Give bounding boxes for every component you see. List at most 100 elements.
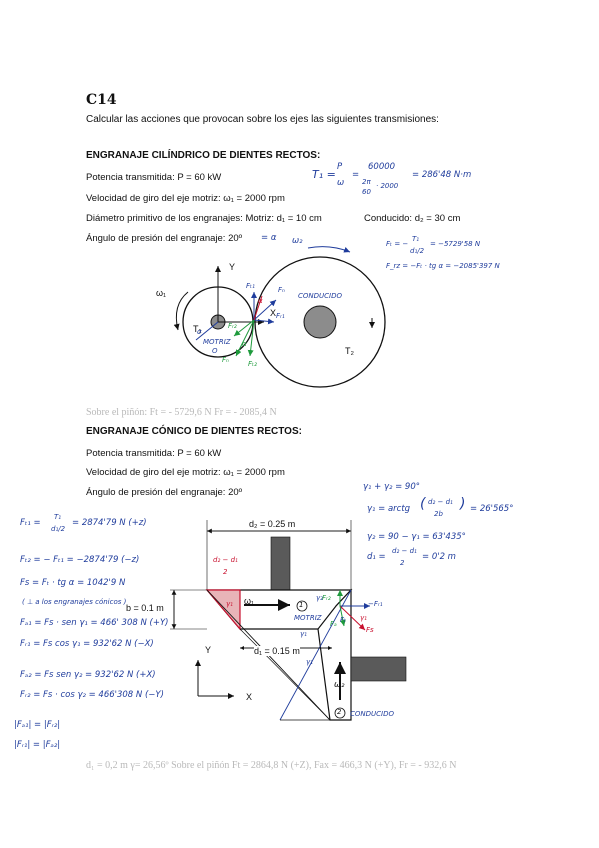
spur-alpha2-label: α <box>242 340 247 348</box>
spur-conducido-label: CONDUCIDO <box>298 292 342 300</box>
bevel-fa-vector <box>339 605 346 627</box>
bevel-fr2: Fᵣ₂ = Fs · cos γ₂ = 466'308 N (−Y) <box>20 690 164 700</box>
bevel-d1-den: 2 <box>400 559 405 567</box>
bevel-power: Potencia transmitida: P = 60 kW <box>86 448 222 459</box>
fr-formula: F_rz = −Fₜ · tg α = −2085'397 N <box>386 262 500 270</box>
torque-eq: = <box>352 170 360 180</box>
bevel-g1-label: γ₁ <box>300 630 307 638</box>
bevel-g1s-label: γ₁ <box>360 614 367 622</box>
bevel-ft1-lhs: Fₜ₁ = <box>20 518 41 528</box>
spur-ft2-label: Fₜ₂ <box>248 360 257 368</box>
spur-fn-label: Fₙ <box>278 286 285 294</box>
bevel-d1-result: = 0'2 m <box>422 552 456 562</box>
spur-sigma-label: σ <box>197 328 202 336</box>
driven-gear-shaft <box>303 305 337 339</box>
torque-num: 60000 <box>368 162 396 172</box>
bevel-fr1-label: −Fᵣ₁ <box>368 600 383 608</box>
bevel-num-1: 1 <box>299 601 304 609</box>
spur-origin-label: O <box>212 347 218 355</box>
spur-fn-vector <box>253 299 277 321</box>
spur-pressure-angle: Ángulo de presión del engranaje: 20º <box>86 233 243 244</box>
bevel-motriz-label: MOTRIZ <box>294 614 322 622</box>
b-label: b = 0.1 m <box>126 603 164 613</box>
spur-alpha-note: = α <box>261 233 277 243</box>
bevel-y-label: Y <box>205 645 212 655</box>
bevel-fr1: Fᵣ₁ = Fs cos γ₁ = 932'62 N (−X) <box>20 639 154 649</box>
red-frac-num: d₂ − d₁ <box>213 556 238 564</box>
spur-alpha-line <box>253 295 263 321</box>
bevel-fa-label: Fₐ <box>330 620 337 628</box>
bevel-ft1-result: = 2874'79 N (+z) <box>72 518 147 528</box>
bevel-fs-label: Fs <box>366 626 374 634</box>
ft-formula-lhs: Fₜ = − <box>386 240 409 248</box>
ft-formula-num: T₁ <box>412 235 420 243</box>
spur-t2-label: T₂ <box>345 346 354 356</box>
bevel-eq2: |Fᵣ₁| = |Fₐ₂| <box>14 740 61 750</box>
bevel-fs-note: ( ⊥ a los engranajes cónicos ) <box>22 598 127 606</box>
bevel-ft1-num: T₁ <box>54 513 62 521</box>
bevel-fa2: Fₐ₂ = Fs sen γ₂ = 932'62 N (+X) <box>20 670 156 680</box>
bevel-fs: Fs = Fₜ · tg α = 1042'9 N <box>20 578 126 588</box>
bevel-ft1-den: d₁/2 <box>51 525 66 533</box>
spur-t1-label: T₁ <box>193 324 202 334</box>
bevel-num-2: 2 <box>337 708 342 716</box>
spur-radius <box>195 321 219 341</box>
bevel-heading: ENGRANAJE CÓNICO DE DIENTES RECTOS: <box>86 426 302 437</box>
bevel-g1-lhs: γ₁ = arctg <box>367 504 411 514</box>
torque-den-b: 60 <box>362 188 371 196</box>
ft-formula-den: d₁/2 <box>410 247 425 255</box>
spur-result: Sobre el piñón: Ft = - 5729,6 N Fr = - 2… <box>86 407 277 418</box>
bevel-d1-lhs: d₁ = <box>367 552 386 562</box>
torque-lhs: T₁ = <box>312 168 336 181</box>
bevel-marker-1 <box>296 600 308 612</box>
bevel-speed: Velocidad de giro del eje motriz: ω₁ = 2… <box>86 467 285 478</box>
spur-heading: ENGRANAJE CILÍNDRICO DE DIENTES RECTOS: <box>86 150 321 161</box>
bevel-x-label: X <box>246 692 253 702</box>
bevel-d1-num: d₂ − d₁ <box>392 547 417 555</box>
bevel-vertical-shaft <box>270 536 291 591</box>
problem-statement: Calcular las acciones que provocan sobre… <box>86 114 439 125</box>
bevel-g1-red-label: γ₁ <box>226 600 233 608</box>
bevel-g1b-label: γ₁ <box>306 658 313 666</box>
bevel-pitch-line <box>279 589 352 721</box>
torque-den-c: · 2000 <box>376 182 399 190</box>
spur-motriz-label: MOTRIZ <box>203 338 231 346</box>
spur-fn2-label: Fₙ <box>222 356 229 364</box>
bevel-marker-2 <box>334 707 346 719</box>
spur-fr2-label: Fᵣ₂ <box>228 322 237 330</box>
bevel-w2-label: ω₂ <box>334 680 345 690</box>
bevel-g1-result: = 26'565° <box>470 504 514 514</box>
spur-fr1-label: Fᵣ₁ <box>276 312 285 320</box>
torque-w: ω <box>337 178 345 188</box>
bevel-fs-vector <box>339 605 366 631</box>
bevel-gamma-sum: γ₁ + γ₂ = 90° <box>363 482 420 492</box>
spur-power: Potencia transmitida: P = 60 kW <box>86 172 222 183</box>
spur-diameter-driven: Conducido: d₂ = 30 cm <box>364 213 461 224</box>
spur-diameter-driver: Diámetro primitivo de los engranajes: Mo… <box>86 213 322 224</box>
spur-w2-arrow <box>307 246 351 253</box>
spur-alpha-label: α <box>258 297 263 305</box>
bevel-g1-num: d₂ − d₁ <box>428 498 453 506</box>
torque-p: P <box>337 162 343 172</box>
bevel-horizontal-shaft <box>350 656 407 682</box>
bevel-g2: γ₂ = 90 − γ₁ = 63'435° <box>367 532 466 542</box>
bevel-fa1: Fₐ₁ = Fs · sen γ₁ = 466' 308 N (+Y) <box>20 618 169 628</box>
bevel-g1-den: 2b <box>434 510 443 518</box>
torque-result: = 286'48 N·m <box>412 170 472 180</box>
bevel-eq1: |Fₐ₁| = |Fᵣ₂| <box>14 720 61 730</box>
spur-w1-arrow <box>173 291 189 331</box>
torque-den-a: 2π <box>362 178 371 186</box>
bevel-g1-paren-open: ( <box>420 496 426 512</box>
spur-w1-label: ω₁ <box>156 288 167 298</box>
d2-label: d₂ = 0.25 m <box>249 519 296 529</box>
spur-fr1-vector <box>253 318 275 325</box>
bevel-g1-paren-close: ) <box>460 496 466 512</box>
bevel-pressure-angle: Ángulo de presión del engranaje: 20º <box>86 487 243 498</box>
bevel-ft2: Fₜ₂ = − Fₜ₁ = −2874'79 (−z) <box>20 555 140 565</box>
bevel-fr2-label: Fᵣ₂ <box>322 594 331 602</box>
red-frac-den: 2 <box>223 568 228 576</box>
bevel-result: d₁ = 0,2 m γ= 26,56º Sobre el piñón Ft =… <box>86 760 457 771</box>
bevel-cone-line-2 <box>239 628 331 721</box>
